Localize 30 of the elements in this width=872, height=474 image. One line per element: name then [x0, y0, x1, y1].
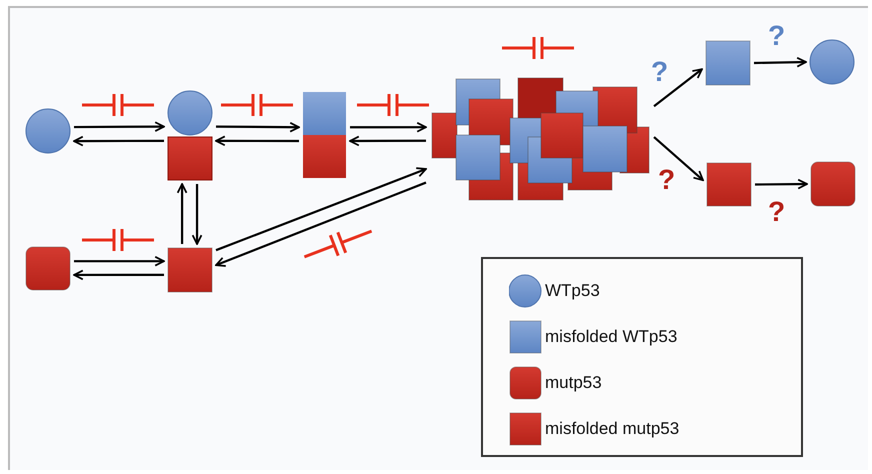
arrow — [74, 121, 165, 132]
protein-rounded-square — [26, 247, 70, 290]
legend-label: WTp53 — [545, 281, 600, 301]
legend-label: misfolded WTp53 — [545, 327, 678, 347]
arrow — [350, 122, 427, 132]
arrow — [754, 178, 808, 190]
protein-square — [707, 163, 751, 206]
arrow — [653, 68, 703, 108]
arrow — [754, 56, 807, 68]
protein-square — [168, 248, 212, 292]
arrow — [73, 270, 164, 280]
dimer-block — [303, 92, 346, 178]
legend-label: misfolded mutp53 — [545, 419, 680, 439]
legend-label: mutp53 — [545, 373, 602, 393]
arrow — [349, 136, 426, 146]
protein-rounded-square — [811, 162, 855, 206]
arrow — [215, 136, 299, 146]
protein-aggregate-drawing — [430, 78, 650, 201]
arrow — [653, 136, 704, 182]
arrow — [73, 136, 164, 146]
protein-circle — [26, 109, 70, 153]
dimer-drawing — [168, 91, 212, 180]
protein-circle — [810, 40, 854, 84]
arrow — [216, 122, 300, 132]
arrow — [192, 184, 202, 245]
arrow — [176, 183, 188, 244]
arrow — [74, 256, 165, 266]
arrow — [215, 182, 426, 267]
protein-square — [706, 41, 750, 85]
arrow — [216, 167, 427, 252]
